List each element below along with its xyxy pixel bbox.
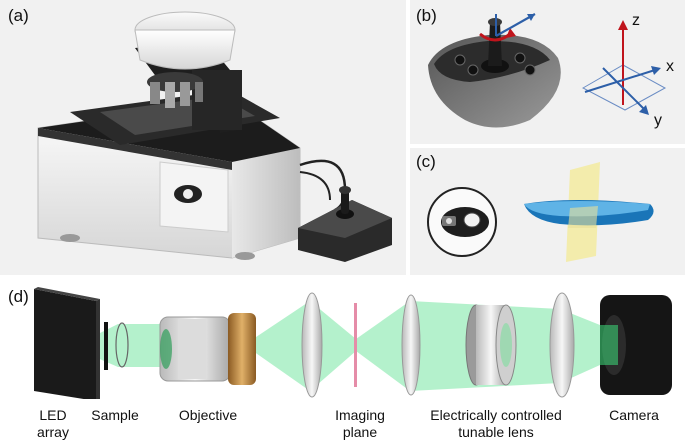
caption-camera: Camera — [609, 407, 659, 423]
caption-tunable-lens: Electrically controlled tunable lens — [430, 407, 562, 440]
lens-3 — [549, 292, 575, 398]
lens-1 — [301, 292, 323, 398]
panel-b-label: (b) — [416, 6, 437, 25]
panel-d-label: (d) — [8, 287, 29, 306]
optical-path-diagram — [34, 287, 672, 399]
caption-led-array: LED array — [37, 407, 69, 440]
tunable-lens-photo — [427, 187, 497, 257]
axis-triad — [581, 20, 667, 115]
objective-icon — [159, 313, 256, 385]
imaging-plane-marker — [354, 303, 357, 387]
sample-slide — [104, 322, 108, 370]
light-beam — [72, 301, 600, 391]
axis-y-label: y — [654, 112, 662, 129]
led-array-icon — [34, 287, 100, 399]
panel-d: (d) — [0, 279, 685, 444]
caption-imaging-plane: Imaging plane — [335, 407, 385, 440]
caption-sample: Sample — [91, 407, 139, 423]
joystick-controller — [428, 13, 561, 128]
axis-z-label: z — [632, 12, 640, 29]
panel-b: (b) z x y — [410, 0, 685, 144]
tunable-lens-icon — [465, 304, 517, 386]
panel-c-label: (c) — [416, 152, 436, 171]
lens-surface-render — [524, 162, 654, 262]
panel-a: (a) — [0, 0, 406, 275]
camera-icon — [600, 295, 672, 395]
axis-x-label: x — [666, 58, 674, 75]
panel-c: (c) — [410, 148, 685, 275]
caption-objective: Objective — [178, 407, 238, 423]
microscope-photo — [37, 11, 392, 262]
lens-2 — [401, 294, 421, 396]
panel-a-label: (a) — [8, 6, 29, 25]
